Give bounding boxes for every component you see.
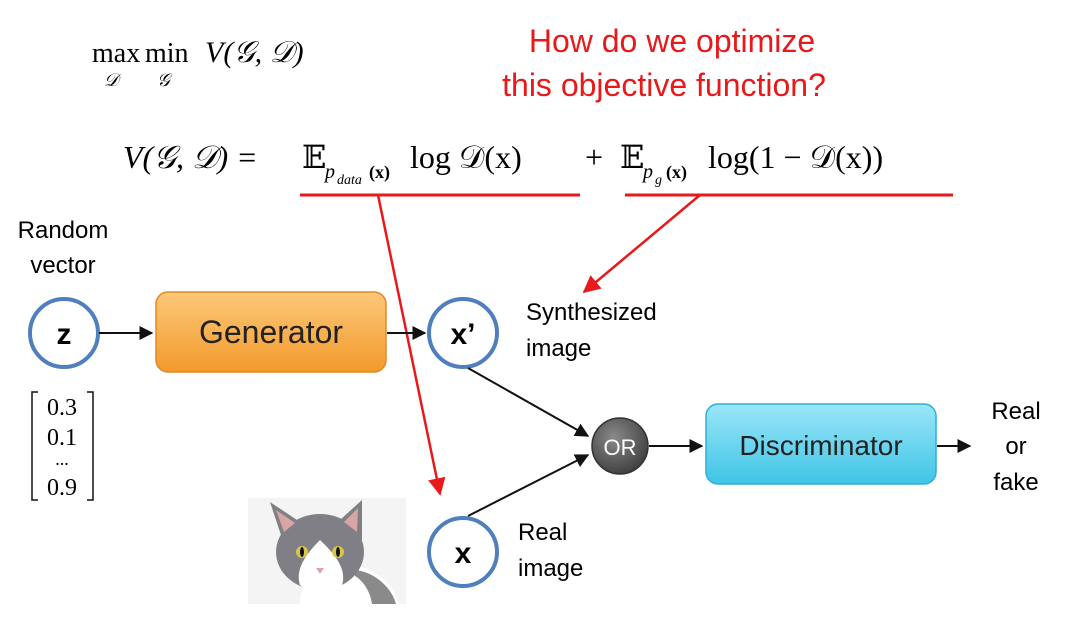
x-fake-node <box>427 297 499 369</box>
expectation-g-arg: (x) <box>666 162 687 183</box>
real-image-line-2: image <box>518 555 583 582</box>
generator-label: Generator <box>199 314 343 350</box>
real-image-label: Real image <box>518 519 583 582</box>
arrow-x-real-to-or <box>467 454 590 517</box>
random-vector-values: 0.3 0.1 ... 0.9 <box>31 391 94 501</box>
expectation-g-subsub: g <box>655 173 662 188</box>
output-label: Real or fake <box>991 398 1040 496</box>
expectation-g-sub: p <box>641 161 653 183</box>
synthesized-image-label: Synthesized image <box>526 299 657 362</box>
equation-lhs: V(𝒢, 𝒟) = <box>123 139 258 175</box>
min-subscript: 𝒢 <box>157 70 173 90</box>
arrow-x-fake-to-or <box>467 367 590 437</box>
discriminator-label: Discriminator <box>739 430 902 461</box>
max-subscript: 𝒟 <box>104 70 122 90</box>
arrow-data-term-to-real-x <box>376 194 446 496</box>
objective-formula: max 𝒟 min 𝒢 V(𝒢, 𝒟) <box>92 36 304 90</box>
expectation-g-symbol: 𝔼 <box>620 139 644 175</box>
cat-muzzle <box>298 540 344 593</box>
output-line-3: fake <box>993 469 1038 496</box>
real-image-line-1: Real <box>518 519 567 546</box>
random-vector-label: Random vector <box>18 217 109 279</box>
cat-nose <box>316 568 324 574</box>
or-node <box>591 417 649 475</box>
question-line-1: How do we optimize <box>529 23 815 59</box>
min-operator: min <box>145 38 189 69</box>
synthesized-line-2: image <box>526 335 591 362</box>
z-node-label: z <box>57 318 72 351</box>
cat-pupil-right <box>336 547 340 557</box>
cat-ear-left-inner <box>276 510 295 532</box>
value-function: V(𝒢, 𝒟) <box>205 36 304 69</box>
x-real-label: x <box>455 537 472 570</box>
expectation-data-symbol: 𝔼 <box>302 139 326 175</box>
plus-sign: + <box>585 139 603 175</box>
arrow-generator-term-to-synthesized <box>582 194 701 294</box>
vector-left-bracket <box>31 391 38 501</box>
random-vector-line-1: Random <box>18 217 109 244</box>
vector-right-bracket <box>87 391 94 501</box>
log-d-term: log 𝒟(x) <box>410 139 522 175</box>
cat-ear-right-inner <box>344 508 358 532</box>
objective-equation: V(𝒢, 𝒟) = 𝔼 p data (x) log 𝒟(x) + 𝔼 p g … <box>123 139 883 188</box>
vector-value-1: 0.3 <box>47 395 77 421</box>
expectation-data-subsub: data <box>337 173 362 188</box>
expectation-data-sub: p <box>323 161 335 183</box>
vector-value-4: 0.9 <box>47 475 77 501</box>
random-vector-line-2: vector <box>30 252 95 279</box>
output-line-1: Real <box>991 398 1040 425</box>
output-line-2: or <box>1005 433 1026 460</box>
x-real-node <box>427 516 499 588</box>
z-node <box>28 297 100 369</box>
x-fake-label: x’ <box>450 318 475 351</box>
cat-photo <box>248 498 406 604</box>
max-operator: max <box>92 38 140 69</box>
cat-pupil-left <box>300 547 304 557</box>
vector-ellipsis: ... <box>55 449 69 469</box>
generator-box <box>155 291 387 373</box>
question-text: How do we optimize this objective functi… <box>502 23 826 103</box>
expectation-data-arg: (x) <box>369 162 390 183</box>
or-label: OR <box>604 435 637 460</box>
synthesized-line-1: Synthesized <box>526 299 657 326</box>
vector-value-2: 0.1 <box>47 425 77 451</box>
discriminator-box <box>705 403 937 485</box>
cat-body-gray <box>355 570 396 604</box>
log-one-minus-d-term: log(1 − 𝒟(x)) <box>708 139 883 175</box>
question-line-2: this objective function? <box>502 67 826 103</box>
